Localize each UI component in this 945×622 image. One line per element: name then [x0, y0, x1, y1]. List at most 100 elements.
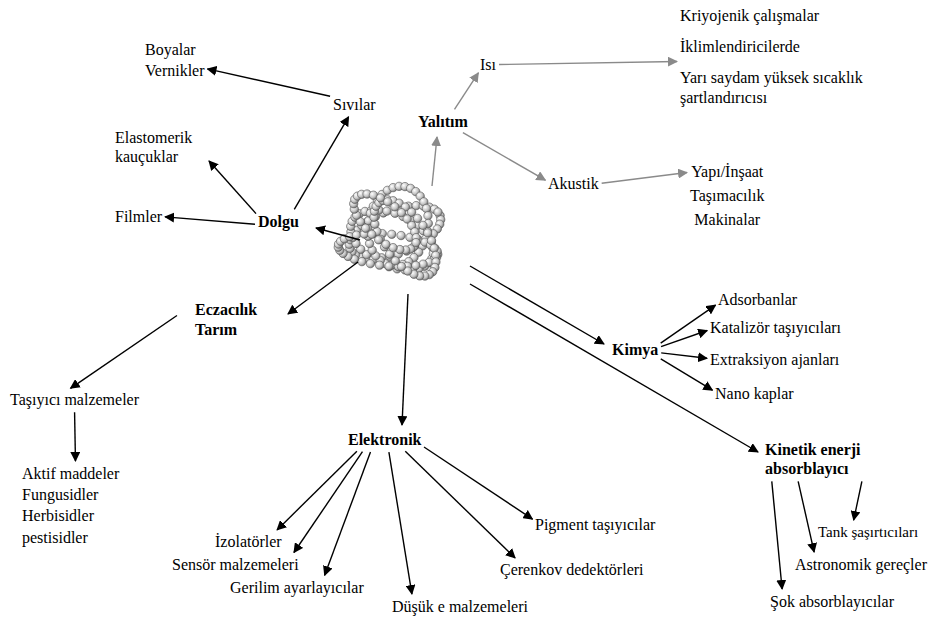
node-text: Kinetik enerji absorblayıcı	[765, 440, 895, 478]
bead	[391, 203, 399, 211]
node-text: İzolatörler	[215, 532, 282, 551]
node-text: Pigment taşıyıcılar	[535, 515, 655, 534]
bead	[365, 239, 373, 247]
node-text: Tarım	[195, 320, 257, 339]
node-text: pestisidler	[22, 528, 119, 547]
application-list: BoyalarVernikler	[145, 40, 205, 80]
hub-arrow	[432, 137, 437, 186]
category-label: Yalıtım	[418, 112, 468, 131]
node-text: Çerenkov dedektörleri	[500, 560, 644, 579]
hub-arrow	[470, 266, 604, 344]
category-label: Dolgu	[258, 212, 299, 231]
bead	[397, 231, 405, 239]
application-label: İzolatörler	[215, 532, 282, 551]
node-text: Gerilim ayarlayıcılar	[230, 578, 364, 597]
application-label: Sensör malzemeleri	[172, 555, 299, 574]
bead	[434, 208, 442, 216]
node-text: Kriyojenik çalışmalar	[680, 6, 915, 25]
node-text: Sıvılar	[333, 95, 376, 114]
application-label: Pigment taşıyıcılar	[535, 515, 655, 534]
category-label: EczacılıkTarım	[195, 300, 257, 339]
application-list: Aktif maddelerFungusidlerHerbisidlerpest…	[22, 464, 119, 547]
connector-arrow	[772, 481, 782, 589]
connector-arrow	[854, 481, 862, 520]
node-text: Nano kaplar	[715, 384, 794, 403]
application-label: Elastomerik kauçuklar	[115, 128, 207, 166]
connector-arrow	[463, 133, 545, 180]
application-label: Katalizör taşıyıcıları	[710, 318, 841, 337]
connector-arrow	[325, 452, 371, 575]
connector-arrow	[207, 69, 330, 96]
node-text: Tank şaşırtıcıları	[818, 523, 918, 541]
connector-arrow	[499, 61, 677, 64]
connector-arrow	[209, 161, 256, 214]
bead	[419, 260, 427, 268]
hub-arrows	[288, 137, 758, 452]
bead	[419, 221, 427, 229]
bead	[368, 230, 376, 238]
connector-arrow	[424, 447, 533, 519]
connector-arrow	[74, 412, 76, 461]
hub-arrow	[402, 294, 408, 425]
bead	[424, 229, 432, 237]
connector-arrow	[454, 73, 478, 110]
bead	[412, 238, 420, 246]
bead	[424, 212, 432, 220]
node-text: Aktif maddeler	[22, 464, 119, 483]
node-text: Eczacılık	[195, 300, 257, 319]
node-text: Dolgu	[258, 212, 299, 231]
application-label: Şok absorblayıcılar	[770, 592, 894, 611]
application-label: Adsorbanlar	[718, 290, 797, 309]
subcategory-label: Sıvılar	[333, 95, 376, 114]
connector-arrow	[71, 315, 177, 388]
connector-arrow	[294, 117, 348, 210]
application-label: Tank şaşırtıcıları	[818, 523, 918, 541]
subcategory-label: Isı	[480, 55, 496, 74]
node-text: Astronomik gereçler	[795, 555, 927, 574]
bead	[375, 261, 383, 269]
connector-arrow	[165, 217, 255, 224]
node-text: Isı	[480, 55, 496, 74]
connector-arrow	[661, 359, 713, 390]
application-list: Kriyojenik çalışmalarİklimlendiricilerde…	[680, 6, 915, 107]
node-text: Adsorbanlar	[718, 290, 797, 309]
connector-arrow	[798, 481, 814, 552]
bead	[422, 204, 430, 212]
application-label: Astronomik gereçler	[795, 555, 927, 574]
node-text: Kimya	[612, 340, 658, 359]
node-text: İklimlendiricilerde	[680, 37, 915, 56]
node-text: Vernikler	[145, 61, 205, 80]
connector-arrow	[661, 331, 707, 347]
node-text: Yarı saydam yüksek sıcaklık şartlandırıc…	[680, 68, 915, 106]
hub-arrow	[316, 228, 360, 240]
bead	[384, 198, 392, 206]
node-text: Katalizör taşıyıcıları	[710, 318, 841, 337]
connector-arrow	[389, 452, 412, 594]
subcategory-label: Akustik	[548, 174, 599, 193]
bead	[412, 261, 420, 269]
node-text: Elastomerik kauçuklar	[115, 128, 207, 166]
node-text: Düşük e malzemeleri	[392, 597, 528, 616]
molecule-illustration	[334, 182, 445, 280]
node-text: Şok absorblayıcılar	[770, 592, 894, 611]
bead	[382, 240, 390, 248]
connector-arrow	[661, 353, 707, 358]
node-text: Extraksiyon ajanları	[710, 350, 839, 369]
bead	[388, 230, 396, 238]
bead	[427, 236, 435, 244]
bead	[366, 259, 374, 267]
connector-arrow	[405, 451, 515, 558]
application-label: Gerilim ayarlayıcılar	[230, 578, 364, 597]
bead	[374, 236, 382, 244]
application-label: Çerenkov dedektörleri	[500, 560, 644, 579]
node-text: Yapı/İnşaat	[690, 162, 764, 181]
node-text: Boyalar	[145, 40, 205, 59]
hub-arrow	[288, 262, 358, 314]
category-label: Elektronik	[348, 430, 422, 449]
category-label: Kimya	[612, 340, 658, 359]
application-label: Filmler	[115, 207, 162, 226]
bead	[413, 214, 421, 222]
application-label: Extraksiyon ajanları	[710, 350, 839, 369]
node-text: Taşıyıcı malzemeler	[10, 390, 139, 409]
